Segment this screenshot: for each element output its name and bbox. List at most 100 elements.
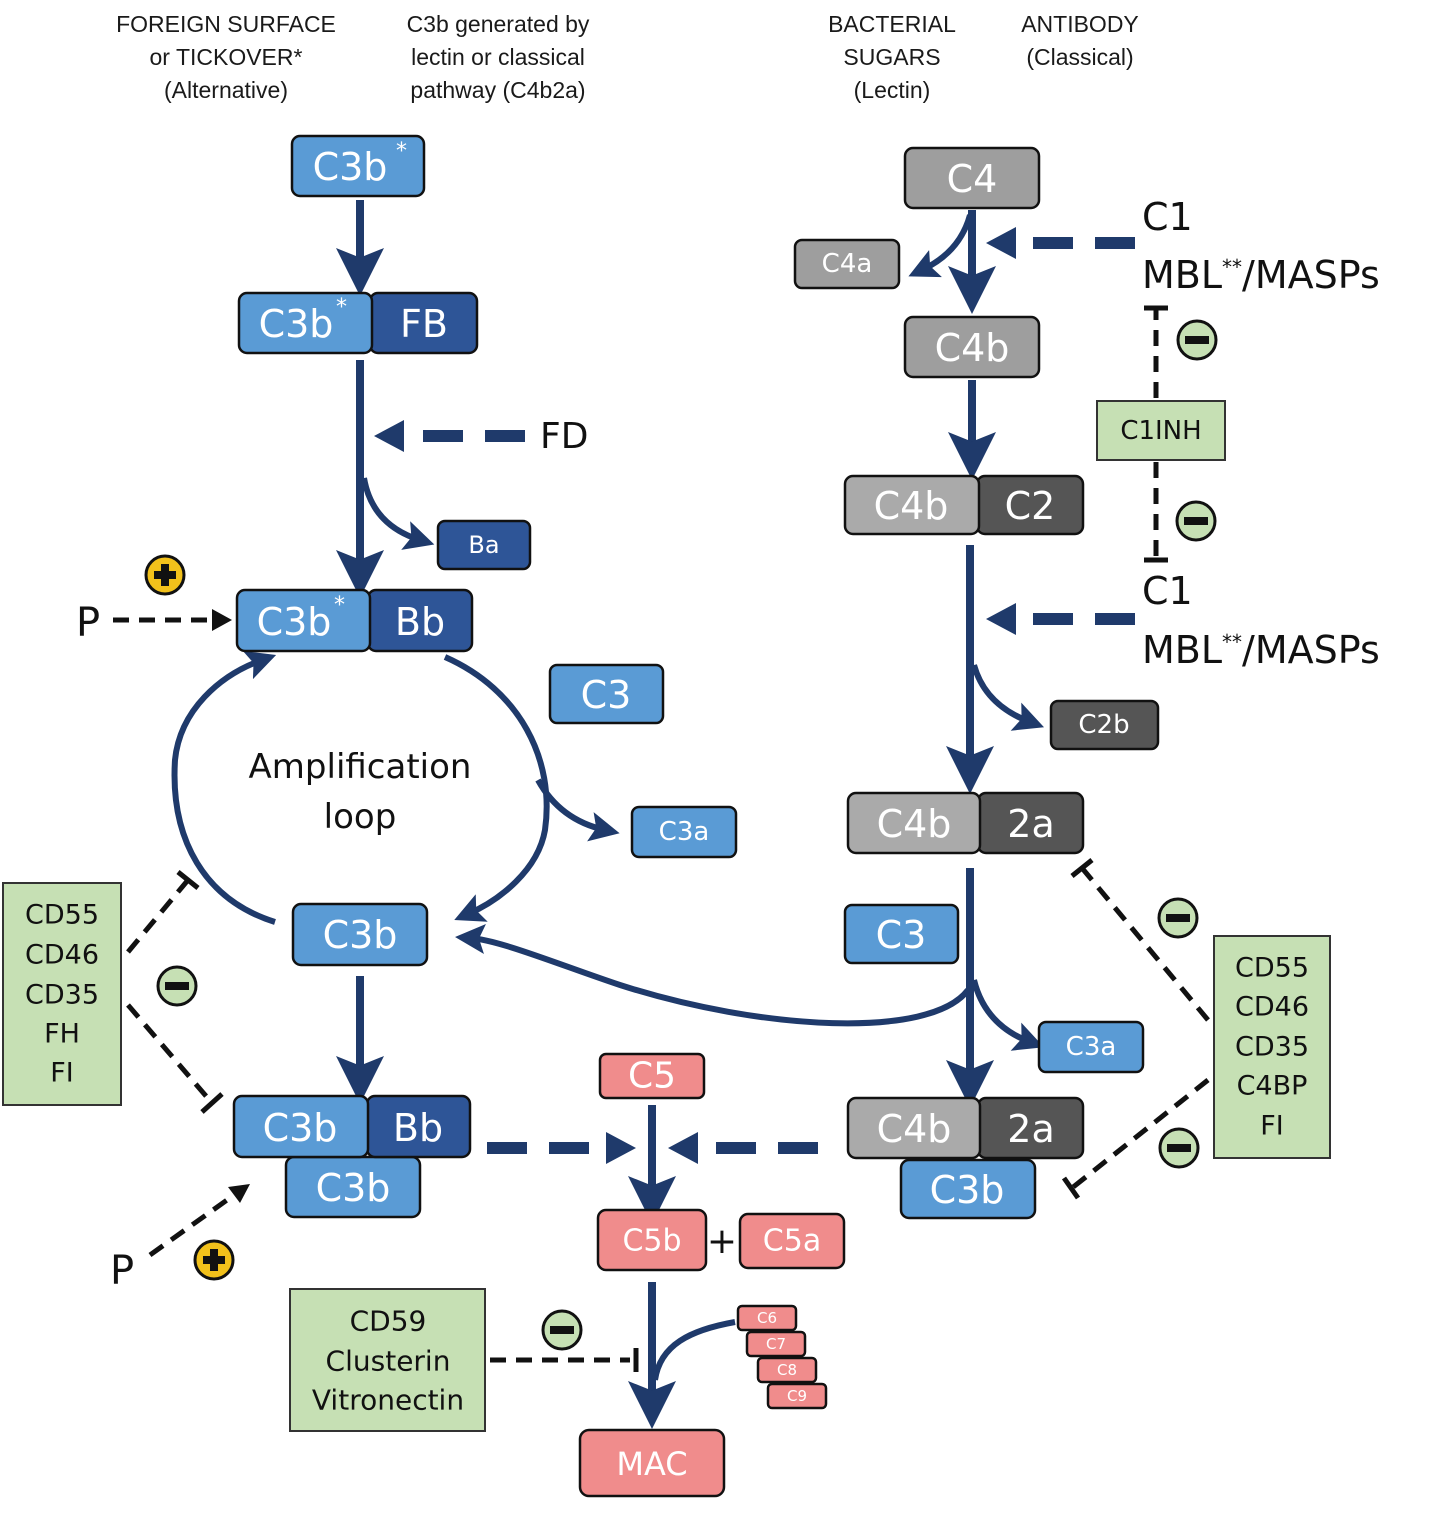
properdin-bottom-line <box>148 1192 236 1258</box>
node-label: C4 <box>947 157 998 201</box>
minus-icon <box>156 965 198 1007</box>
node-label-bb: Bb <box>393 1106 443 1150</box>
regulator-item: CD35 <box>25 980 99 1011</box>
activator-top-arrowhead <box>986 227 1016 259</box>
loop-right-arc <box>443 654 550 922</box>
header-line: BACTERIAL <box>828 11 956 37</box>
component-c7: C7 <box>766 1335 786 1353</box>
node-label-c3b: C3b <box>930 1168 1005 1212</box>
regulator-item: FI <box>1260 1111 1284 1142</box>
arrow-to-c3a-lectin <box>971 979 1045 1051</box>
node-c5b[interactable]: C5b <box>596 1208 708 1272</box>
node-c5a[interactable]: C5a <box>738 1212 846 1270</box>
properdin-top-arrowhead <box>212 609 232 631</box>
node-c5[interactable]: C5 <box>598 1052 706 1100</box>
node-label: Ba <box>468 531 499 559</box>
node-c3-alt[interactable]: C3 <box>548 663 665 725</box>
activator-c1: C1 <box>1142 569 1193 613</box>
properdin-bottom-arrowhead <box>228 1184 250 1203</box>
component-c6: C6 <box>757 1309 777 1327</box>
node-label-c4b: C4b <box>877 1107 952 1151</box>
node-label: C3a <box>659 817 710 847</box>
node-label-c3b-bottom: C3b <box>316 1166 391 1210</box>
node-c3b-fb[interactable]: C3b * FB <box>237 291 479 355</box>
header-line: (Alternative) <box>164 77 288 103</box>
regulator-item: Vitronectin <box>312 1384 464 1417</box>
component-c8: C8 <box>777 1361 797 1379</box>
minus-icon <box>1158 1127 1200 1169</box>
header-lectin: BACTERIAL SUGARS (Lectin) <box>828 11 956 103</box>
node-c2b[interactable]: C2b <box>1049 699 1160 751</box>
plus-icon <box>144 554 186 596</box>
minus-icon <box>1176 319 1218 361</box>
c1inh-label: C1INH <box>1120 416 1201 446</box>
node-lectin-c5-convertase[interactable]: C4b 2a C3b <box>846 1096 1085 1220</box>
node-label-c4b: C4b <box>877 802 952 846</box>
header-c3b-generated: C3b generated by lectin or classical pat… <box>407 11 590 103</box>
inhibitor-left-regulators[interactable]: CD55 CD46 CD35 FH FI <box>2 882 122 1106</box>
node-alt-c5-convertase[interactable]: C3b Bb C3b <box>232 1094 472 1219</box>
node-c3b-star-top[interactable]: C3b * <box>290 134 426 198</box>
arrow-lectin-c3b-to-alt-c3b <box>455 924 971 1027</box>
header-line: pathway (C4b2a) <box>410 77 585 103</box>
node-c4a[interactable]: C4a <box>793 238 901 290</box>
node-c4b-2a[interactable]: C4b 2a <box>846 791 1085 855</box>
lectin-c5conv-arrowhead <box>668 1132 698 1164</box>
minus-icon <box>1175 500 1217 542</box>
header-line: (Classical) <box>1026 44 1133 70</box>
node-label: C3 <box>876 913 927 957</box>
late-components-stack[interactable]: C6 C7 C8 C9 <box>736 1304 828 1410</box>
node-mac[interactable]: MAC <box>578 1428 726 1498</box>
regulator-item: Clusterin <box>326 1345 451 1378</box>
fd-arrowhead <box>374 420 404 452</box>
node-c4b[interactable]: C4b <box>903 315 1041 379</box>
header-classical: ANTIBODY (Classical) <box>1021 11 1139 70</box>
node-label-c4b: C4b <box>874 484 949 528</box>
inhibitor-c1inh[interactable]: C1INH <box>1096 400 1226 461</box>
node-c3b-bb[interactable]: C3b * Bb <box>235 588 474 653</box>
left-reg-upper-line <box>126 878 190 954</box>
arrow-to-c4a <box>908 214 973 278</box>
node-label: MAC <box>616 1445 687 1483</box>
node-label: C3b <box>313 145 388 189</box>
arrow-to-c3a-alt <box>535 778 620 842</box>
alt-c5conv-arrowhead <box>606 1132 636 1164</box>
late-components-join-curve <box>652 1319 736 1381</box>
regulator-item: C4BP <box>1237 1071 1308 1102</box>
properdin-top-label: P <box>76 600 100 646</box>
node-ba[interactable]: Ba <box>436 519 532 571</box>
svg-text:C3b: C3b <box>313 145 388 189</box>
left-reg-lower-line <box>126 1003 214 1105</box>
node-label: C4b <box>935 326 1010 370</box>
node-c3a-alt[interactable]: C3a <box>630 805 738 859</box>
node-label: C3a <box>1066 1032 1117 1062</box>
node-c4[interactable]: C4 <box>903 146 1041 210</box>
minus-icon <box>541 1309 583 1351</box>
inhibitor-right-regulators[interactable]: CD55 CD46 CD35 C4BP FI <box>1213 935 1331 1159</box>
node-c3a-lectin[interactable]: C3a <box>1037 1020 1145 1074</box>
right-reg-lower-line <box>1070 1078 1210 1190</box>
properdin-bottom-label: P <box>110 1248 134 1294</box>
node-c4b-c2[interactable]: C4b C2 <box>843 474 1085 536</box>
node-label: C3 <box>581 673 632 717</box>
node-c3-lectin[interactable]: C3 <box>843 903 960 965</box>
header-line: or TICKOVER* <box>150 44 303 70</box>
node-label-2a: 2a <box>1007 1107 1054 1151</box>
regulator-item: CD59 <box>350 1305 427 1338</box>
left-reg-upper-tbar <box>176 870 200 890</box>
node-label-bb: Bb <box>395 600 445 644</box>
regulator-item: FH <box>44 1019 80 1050</box>
node-c3b-mid[interactable]: C3b <box>291 902 429 967</box>
regulator-item: CD55 <box>1235 953 1309 984</box>
loop-label-line: Amplification <box>249 747 472 787</box>
activator-top-label: C1 MBL**/MASPs <box>1142 195 1380 297</box>
header-line: lectin or classical <box>411 44 585 70</box>
superscript: * <box>336 295 347 320</box>
regulation-lines <box>113 305 1210 1372</box>
flow-arrows <box>171 200 1135 1429</box>
plus-icon <box>193 1239 235 1281</box>
regulator-item: CD55 <box>25 900 99 931</box>
activator-mbl-masps: MBL**/MASPs <box>1142 628 1380 672</box>
inhibitor-mac-regulators[interactable]: CD59 Clusterin Vitronectin <box>289 1288 486 1432</box>
